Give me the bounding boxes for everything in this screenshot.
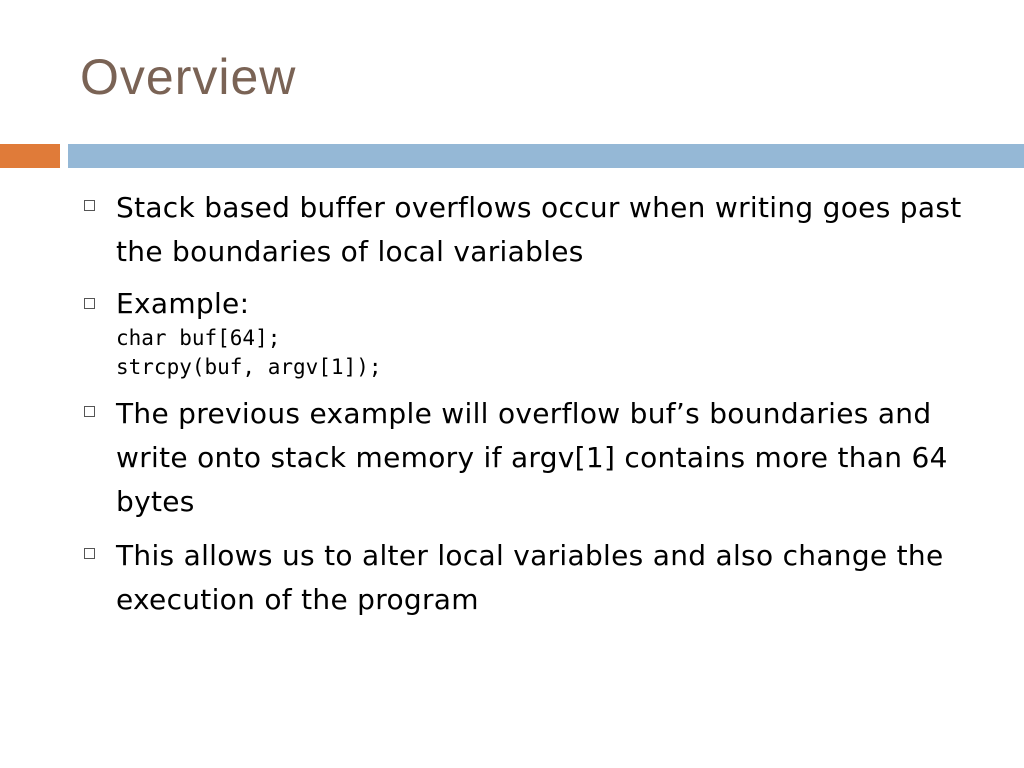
bullet-list: Stack based buffer overflows occur when …	[80, 186, 980, 632]
bullet-text: Stack based buffer overflows occur when …	[116, 191, 962, 268]
code-line: char buf[64];	[116, 326, 281, 350]
bullet-item: Stack based buffer overflows occur when …	[80, 186, 980, 274]
bullet-text: This allows us to alter local variables …	[116, 539, 944, 616]
bullet-item: This allows us to alter local variables …	[80, 534, 980, 622]
square-bullet-icon	[84, 548, 95, 559]
accent-bar-right	[68, 144, 1024, 168]
accent-bar-left	[0, 144, 60, 168]
code-line: strcpy(buf, argv[1]);	[116, 355, 382, 379]
square-bullet-icon	[84, 298, 95, 309]
bullet-text: The previous example will overflow buf’s…	[116, 397, 948, 518]
square-bullet-icon	[84, 200, 95, 211]
bullet-item: Example: char buf[64]; strcpy(buf, argv[…	[80, 284, 980, 382]
bullet-text: Example:	[116, 287, 250, 320]
square-bullet-icon	[84, 406, 95, 417]
bullet-item: The previous example will overflow buf’s…	[80, 392, 980, 524]
slide-title: Overview	[80, 49, 297, 105]
